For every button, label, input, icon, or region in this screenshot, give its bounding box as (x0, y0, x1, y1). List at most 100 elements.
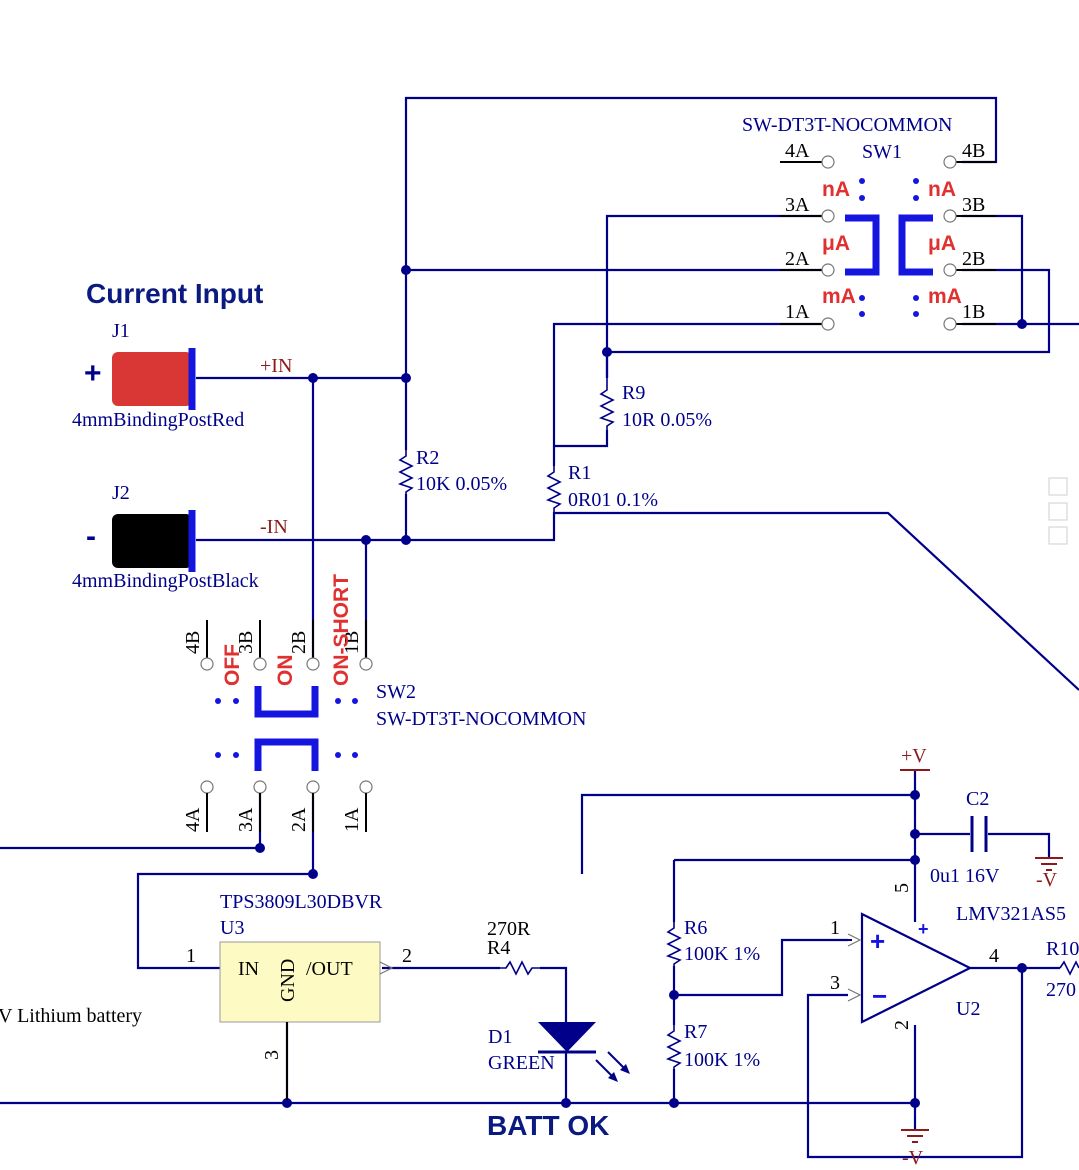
c2-ref: C2 (966, 788, 989, 810)
r1-ref: R1 (568, 462, 591, 484)
net-plus-in: +IN (260, 355, 292, 377)
j1-plus-sign: + (84, 357, 102, 390)
sw2-pin-1b: 1B (341, 631, 363, 654)
r1-value: 0R01 0.1% (568, 489, 658, 511)
j2-minus-sign: - (86, 520, 96, 553)
sw2-pin-1a: 1A (341, 807, 363, 832)
r9-value: 10R 0.05% (622, 409, 712, 431)
r4-value: 270R (487, 918, 531, 940)
sw1-pin-1b: 1B (962, 301, 985, 323)
u3-pin1-number: 1 (186, 945, 196, 967)
u3-pin2-number: 2 (402, 945, 412, 967)
r2-ref: R2 (416, 447, 439, 469)
r9-ref: R9 (622, 382, 645, 404)
j1-body (112, 352, 192, 406)
d1-value: GREEN (488, 1052, 555, 1074)
resistor-r7: R7 100K 1% (665, 1021, 760, 1071)
battery-note: V Lithium battery (0, 1005, 142, 1027)
u2-pin4-number: 4 (989, 945, 999, 967)
binding-post-j1: J1 + 4mmBindingPostRed +IN (72, 320, 292, 431)
r10-ref: R10 (1046, 938, 1079, 960)
j2-ref: J2 (112, 482, 130, 504)
u3-body (219, 941, 381, 1023)
r6-ref: R6 (684, 917, 707, 939)
u2-part: LMV321AS5 (956, 903, 1066, 925)
opamp-u2: 1 3 4 5 2 + − + LMV321AS5 U2 (808, 883, 1066, 1030)
wires (0, 96, 1079, 1159)
sw1-pin-2a: 2A (785, 248, 810, 270)
sw1-range-na-right: nA (928, 178, 956, 201)
u3-pin-in: IN (238, 958, 259, 980)
sw2-pin-3b: 3B (235, 631, 257, 654)
u2-plus-supply: + (918, 919, 929, 939)
sw2-pin-2a: 2A (288, 807, 310, 832)
sw1-range-ua-left: μA (822, 232, 850, 255)
junctions (255, 265, 1027, 1108)
sw1-range-na-left: nA (822, 178, 850, 201)
sw1-ref: SW1 (862, 141, 902, 163)
switch-sw1: SW-DT3T-NOCOMMON SW1 4A 3A 2A 1A 4B 3B 2… (742, 114, 996, 331)
batt-ok-label: BATT OK (487, 1110, 609, 1141)
u3-pin3-number: 3 (261, 1050, 283, 1060)
resistor-r10: R10 270 (1046, 938, 1079, 1001)
net-minus-v-bottom: -V (902, 1147, 924, 1169)
u2-ref: U2 (956, 998, 980, 1020)
sw1-part: SW-DT3T-NOCOMMON (742, 114, 952, 136)
u2-minus-input: − (872, 981, 887, 1011)
j2-value: 4mmBindingPostBlack (72, 570, 259, 592)
sw2-pin-3a: 3A (235, 807, 257, 832)
led-d1: D1 GREEN (488, 1022, 630, 1082)
binding-post-j2: J2 - 4mmBindingPostBlack -IN (72, 482, 288, 592)
resistor-r9: R9 10R 0.05% (598, 378, 712, 431)
u2-pin3-number: 3 (830, 972, 840, 994)
u2-pin2-number: 2 (891, 1020, 913, 1030)
r6-value: 100K 1% (684, 943, 760, 965)
u2-pin5-number: 5 (891, 883, 913, 893)
resistor-r4: 270R R4 (487, 918, 540, 976)
capacitor-c2: C2 0u1 16V (930, 788, 1000, 887)
sw1-pin-3a: 3A (785, 194, 810, 216)
u3-pin-gnd: GND (277, 959, 299, 1002)
current-input-heading: Current Input (86, 278, 263, 309)
sw1-pin-4b: 4B (962, 140, 985, 162)
j1-value: 4mmBindingPostRed (72, 409, 244, 431)
u2-pin1-number: 1 (830, 917, 840, 939)
j1-ref: J1 (112, 320, 130, 342)
sw1-pin-2b: 2B (962, 248, 985, 270)
d1-ref: D1 (488, 1026, 512, 1048)
sw2-mode-off: OFF (221, 644, 244, 686)
sw2-mode-on: ON (274, 655, 297, 687)
r4-ref: R4 (487, 937, 510, 959)
sw1-pin-1a: 1A (785, 301, 810, 323)
resistor-r6: R6 100K 1% (665, 917, 760, 966)
j2-body (112, 514, 192, 568)
r7-ref: R7 (684, 1021, 707, 1043)
r2-value: 10K 0.05% (416, 473, 507, 495)
sw1-pin-3b: 3B (962, 194, 985, 216)
net-minus-in: -IN (260, 516, 288, 538)
resistor-r2: R2 10K 0.05% (397, 447, 507, 495)
resistor-r1: R1 0R01 0.1% (545, 462, 658, 512)
faint-markers (1048, 477, 1068, 545)
power-plus-v: +V (900, 745, 930, 771)
sw1-pin-4a: 4A (785, 140, 810, 162)
sw2-pin-4a: 4A (182, 807, 204, 832)
sw2-pin-4b: 4B (182, 631, 204, 654)
sw1-range-ma-left: mA (822, 285, 856, 308)
sw1-range-ua-right: μA (928, 232, 956, 255)
sw2-part: SW-DT3T-NOCOMMON (376, 708, 586, 730)
u3-part: TPS3809L30DBVR (220, 891, 383, 913)
sw2-pin-2b: 2B (288, 631, 310, 654)
sw1-range-ma-right: mA (928, 285, 962, 308)
sw2-mode-on-short: ON-SHORT (330, 574, 353, 686)
u2-plus-input: + (870, 926, 885, 956)
ground-minus-v-top: -V (1035, 857, 1063, 891)
r7-value: 100K 1% (684, 1049, 760, 1071)
c2-value: 0u1 16V (930, 865, 1000, 887)
ground-minus-v-bottom: -V (901, 1129, 929, 1169)
supervisor-u3: TPS3809L30DBVR U3 1 2 3 IN GND /OUT (186, 891, 412, 1100)
r10-value: 270 (1046, 979, 1076, 1001)
u3-pin-out: /OUT (306, 958, 353, 980)
sw2-ref: SW2 (376, 681, 416, 703)
